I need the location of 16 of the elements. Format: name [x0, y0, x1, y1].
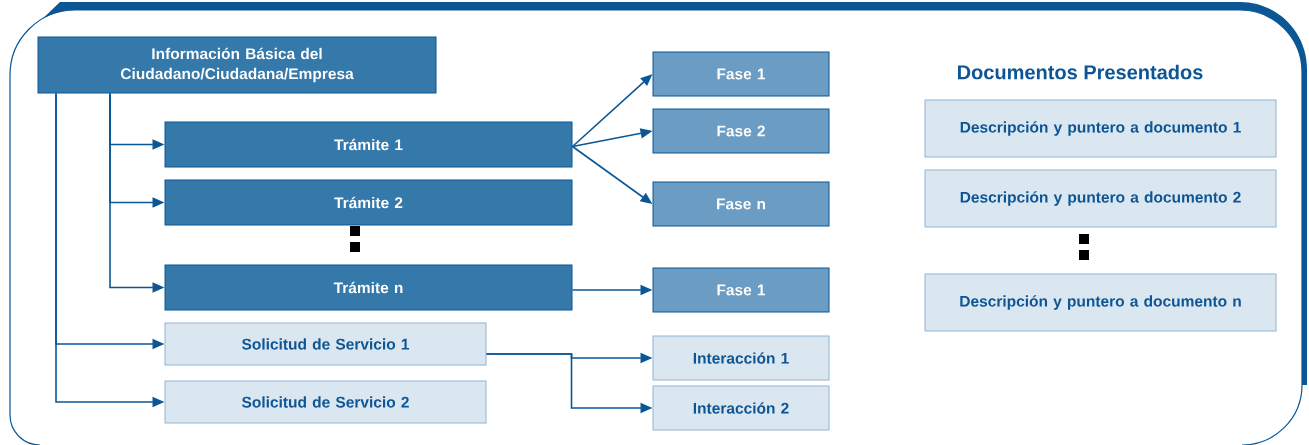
phase-box: Fase 1 [652, 267, 830, 313]
phase-box: Fase 2 [652, 108, 830, 154]
phase-box: Fase n [652, 181, 830, 227]
process-box: Trámite n [164, 264, 573, 311]
item-box: Interacción 2 [652, 385, 830, 431]
section-heading: Documentos Presentados [958, 64, 1203, 80]
item-box: Solicitud de Servicio 2 [164, 380, 487, 424]
process-box: Trámite 2 [164, 179, 573, 226]
process-box: Trámite 1 [164, 121, 573, 168]
item-box: Descripción y puntero a documento n [924, 273, 1277, 332]
item-box: Interacción 1 [652, 335, 830, 381]
item-box: Descripción y puntero a documento 1 [924, 99, 1277, 158]
item-box: Descripción y puntero a documento 2 [924, 169, 1277, 228]
item-box: Solicitud de Servicio 1 [164, 322, 487, 366]
phase-box: Fase 1 [652, 51, 830, 97]
process-box: Información Básica del Ciudadano/Ciudadana/Empresa [37, 36, 437, 94]
